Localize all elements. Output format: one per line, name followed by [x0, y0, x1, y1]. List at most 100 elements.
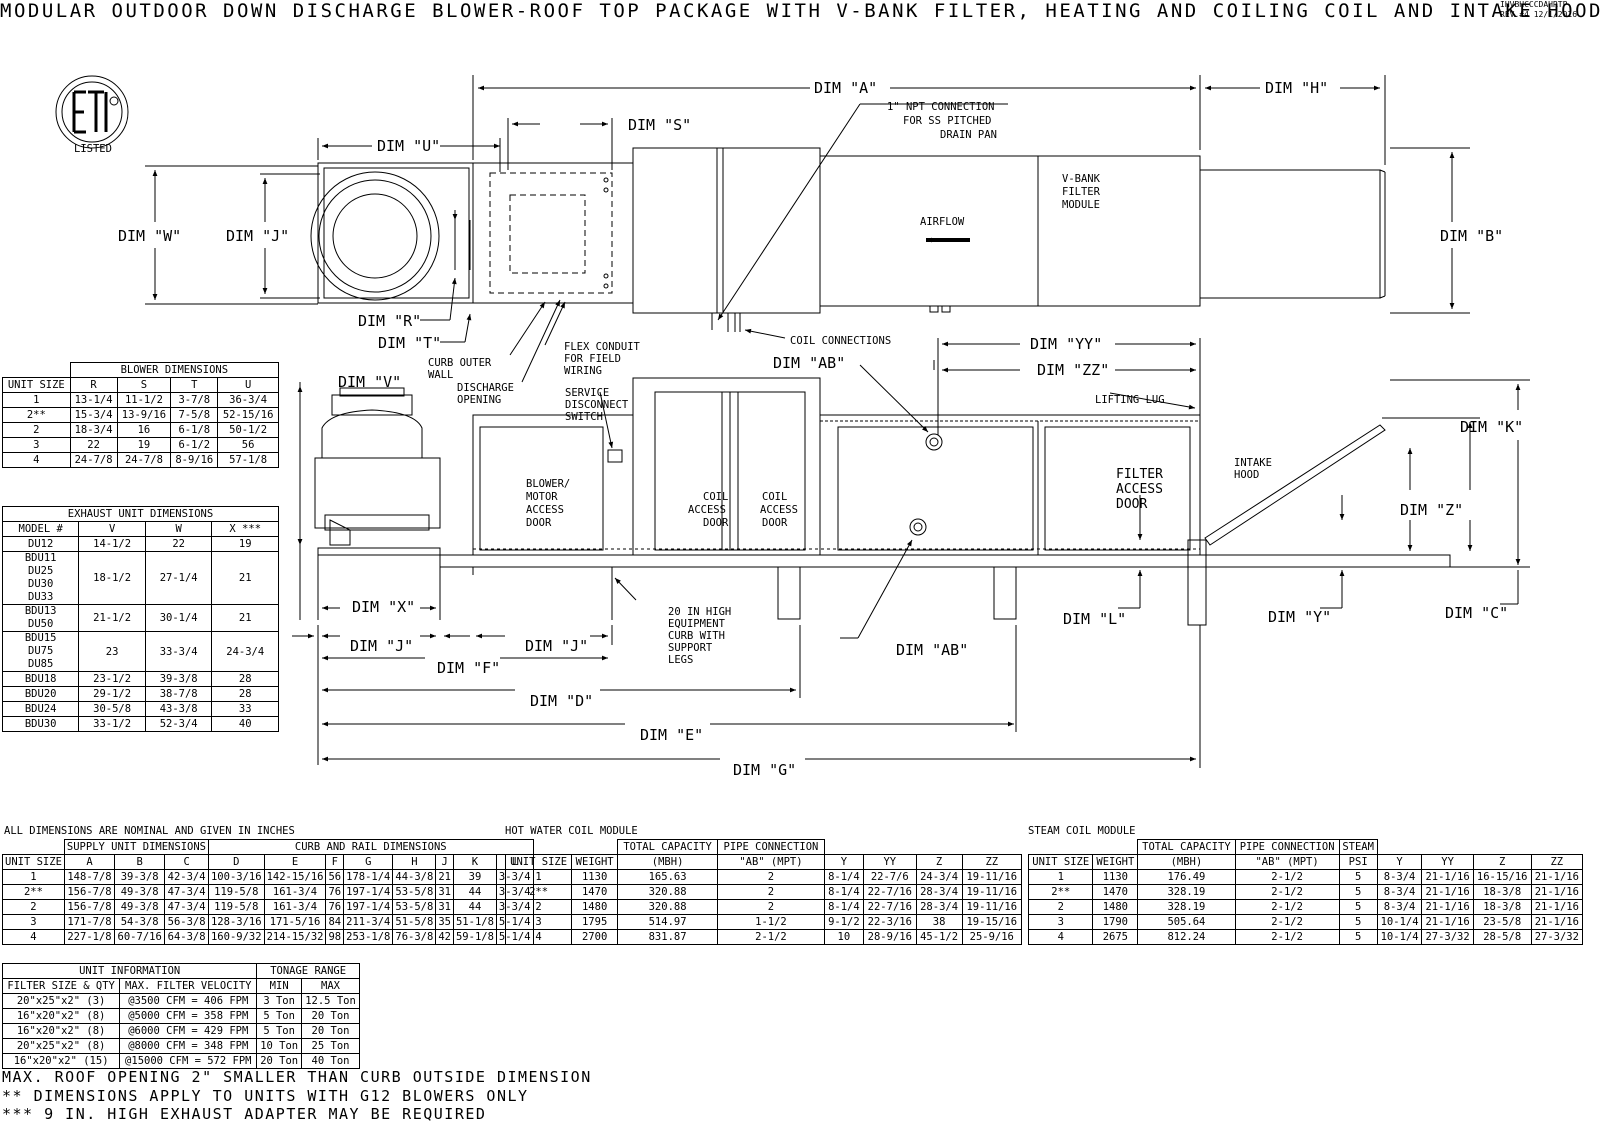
svg-text:FOR FIELD: FOR FIELD: [564, 353, 621, 365]
dim-j-label-top: DIM "J": [226, 227, 289, 245]
drain-pan-note: 1" NPT CONNECTION FOR SS PITCHED DRAIN P…: [887, 101, 997, 141]
svg-text:LEGS: LEGS: [668, 654, 693, 666]
dim-s-label: DIM "S": [628, 116, 691, 134]
blower-door-note: BLOWER/ MOTOR ACCESS DOOR: [526, 478, 570, 529]
tonage-range-header: TONAGE RANGE: [256, 963, 360, 979]
dim-a-label: DIM "A": [814, 79, 877, 97]
drawing-title: MODULAR OUTDOOR DOWN DISCHARGE BLOWER-RO…: [0, 0, 1600, 22]
footnote-g12-blowers: ** DIMENSIONS APPLY TO UNITS WITH G12 BL…: [2, 1087, 529, 1105]
steam-psi-header: STEAM: [1338, 839, 1378, 855]
svg-text:CURB OUTER: CURB OUTER: [428, 357, 492, 369]
footnote-roof-opening: MAX. ROOF OPENING 2" SMALLER THAN CURB O…: [2, 1068, 592, 1086]
dim-b-label: DIM "B": [1440, 227, 1503, 245]
dim-g-label: DIM "G": [733, 761, 796, 779]
dim-y-label: DIM "Y": [1268, 608, 1331, 626]
vbank-note: V-BANK FILTER MODULE: [1062, 173, 1101, 211]
dim-h-label: DIM "H": [1265, 79, 1328, 97]
top-view: [310, 147, 1386, 332]
dim-yy-label: DIM "YY": [1030, 335, 1102, 353]
svg-text:DOOR: DOOR: [703, 517, 729, 529]
svg-text:DOOR: DOOR: [762, 517, 788, 529]
filter-door-note: FILTER ACCESS DOOR: [1116, 467, 1163, 512]
intake-hood-note: INTAKE HOOD: [1234, 457, 1272, 481]
dim-ab-label-bottom: DIM "AB": [896, 641, 968, 659]
svg-text:WALL: WALL: [428, 369, 453, 381]
svg-text:1" NPT CONNECTION: 1" NPT CONNECTION: [887, 101, 994, 113]
dim-j-label-left: DIM "J": [350, 637, 413, 655]
technical-drawing: LISTED DIM "A" DIM "H" DIM "S" DIM "U" D…: [55, 75, 1530, 779]
svg-text:DRAIN PAN: DRAIN PAN: [940, 129, 997, 141]
supply-table-caption: ALL DIMENSIONS ARE NOMINAL AND GIVEN IN …: [4, 825, 295, 837]
steam-table-caption: STEAM COIL MODULE: [1028, 825, 1136, 837]
svg-text:ACCESS: ACCESS: [1116, 482, 1163, 497]
steam-coil-table: TOTAL CAPACITY PIPE CONNECTION STEAM UNI…: [1027, 839, 1584, 945]
svg-text:FILTER: FILTER: [1116, 467, 1163, 482]
svg-text:MOTOR: MOTOR: [526, 491, 558, 503]
svg-text:WIRING: WIRING: [564, 365, 602, 377]
dim-k-label: DIM "K": [1460, 418, 1523, 436]
service-switch-note: SERVICE DISCONNECT SWITCH: [565, 387, 629, 423]
svg-text:SUPPORT: SUPPORT: [668, 642, 713, 654]
svg-text:EQUIPMENT: EQUIPMENT: [668, 618, 726, 630]
svg-text:CURB WITH: CURB WITH: [668, 630, 725, 642]
svg-text:20 IN HIGH: 20 IN HIGH: [668, 606, 731, 618]
svg-text:SERVICE: SERVICE: [565, 387, 609, 399]
coil-door-note-1: COIL ACCESS DOOR: [688, 491, 729, 529]
flex-conduit-note: FLEX CONDUIT FOR FIELD WIRING: [564, 341, 641, 377]
hw-capacity-header: TOTAL CAPACITY: [617, 839, 719, 855]
etl-listed-logo: [55, 75, 129, 149]
svg-text:DISCONNECT: DISCONNECT: [565, 399, 629, 411]
steam-capacity-header: TOTAL CAPACITY: [1137, 839, 1236, 855]
dim-e-label: DIM "E": [640, 726, 703, 744]
airflow-label: AIRFLOW: [920, 216, 965, 228]
unit-information-table: UNIT INFORMATION TONAGE RANGE FILTER SIZ…: [1, 963, 360, 1069]
dim-l-label: DIM "L": [1063, 610, 1126, 628]
svg-text:FOR SS PITCHED: FOR SS PITCHED: [903, 115, 992, 127]
dim-x-label: DIM "X": [352, 598, 415, 616]
dim-d-label: DIM "D": [530, 692, 593, 710]
blower-table-title: BLOWER DIMENSIONS: [69, 362, 280, 378]
exhaust-table-title: EXHAUST UNIT DIMENSIONS: [2, 506, 279, 522]
dim-r-label: DIM "R": [358, 312, 421, 330]
hot-water-coil-table: TOTAL CAPACITY PIPE CONNECTION UNIT SIZE…: [504, 839, 1023, 945]
dim-u-label: DIM "U": [377, 137, 440, 155]
footnote-exhaust-adapter: *** 9 IN. HIGH EXHAUST ADAPTER MAY BE RE…: [2, 1105, 487, 1123]
revision-text: REV.#4 12/1/2016: [1500, 10, 1578, 19]
dim-c-label: DIM "C": [1445, 604, 1508, 622]
svg-text:ACCESS: ACCESS: [526, 504, 564, 516]
dim-f-label: DIM "F": [437, 659, 500, 677]
side-view: [314, 377, 1451, 626]
dim-v-label: DIM "V": [338, 373, 401, 391]
lifting-lug-label: LIFTING LUG: [1095, 394, 1165, 406]
logo-listed-text: LISTED: [74, 143, 112, 155]
